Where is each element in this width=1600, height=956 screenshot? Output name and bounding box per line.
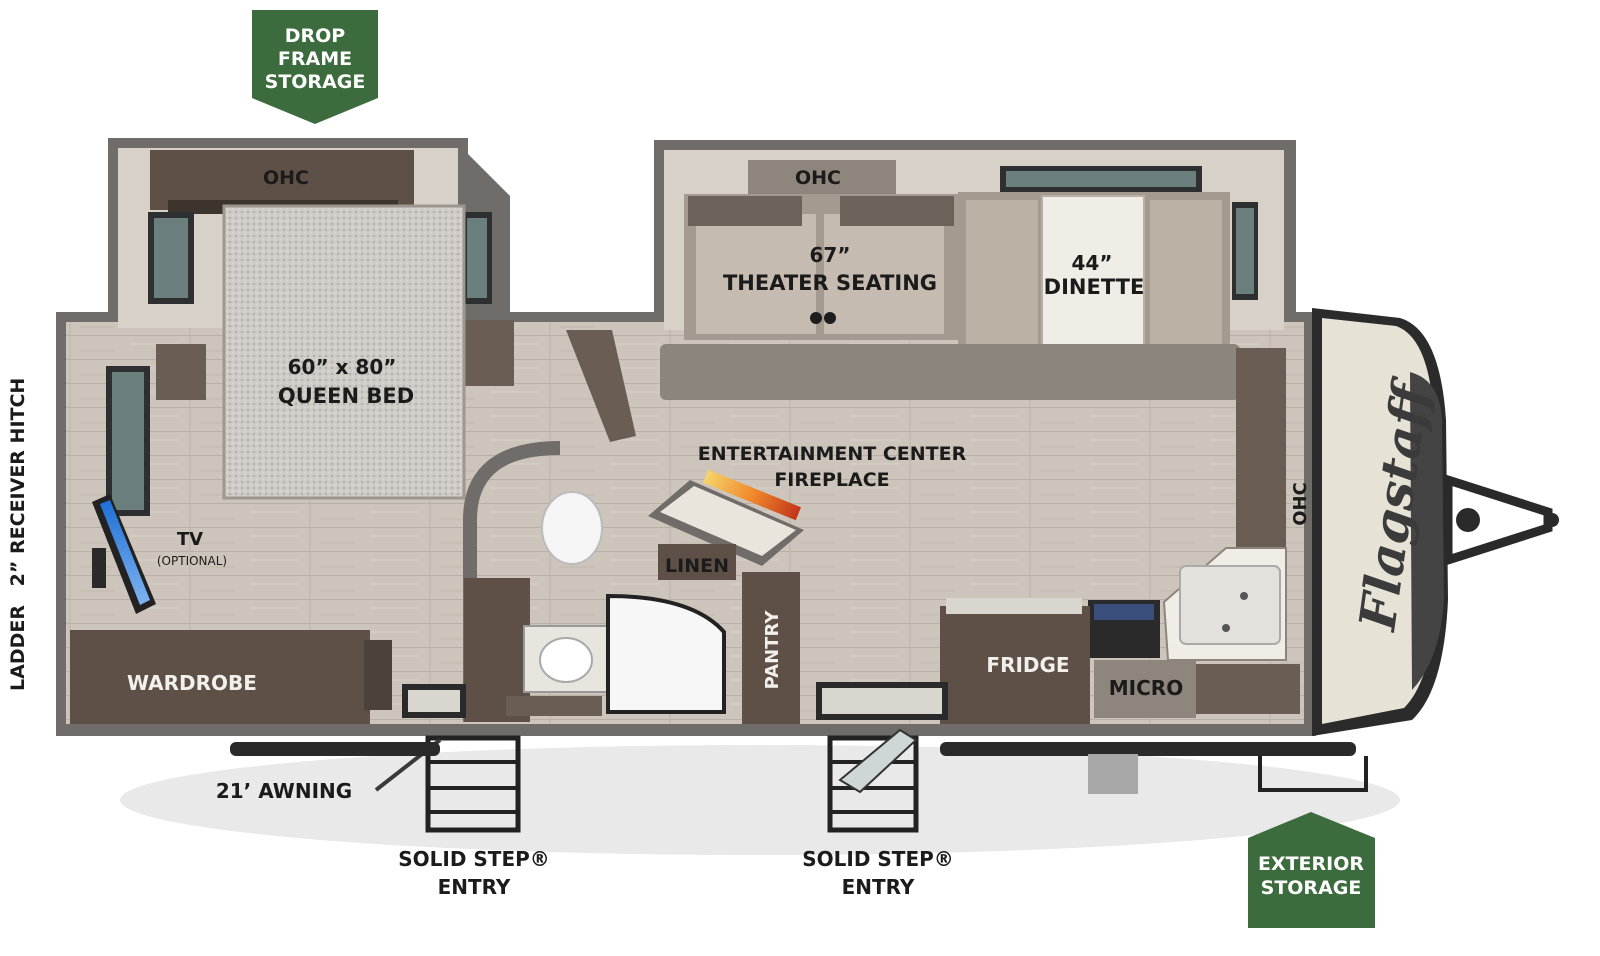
awning-bar xyxy=(230,742,440,756)
badge-line-1: EXTERIOR xyxy=(1258,853,1364,875)
nightstand xyxy=(156,344,206,400)
entertainment-label-2: FIREPLACE xyxy=(774,469,889,491)
fridge-label: FRIDGE xyxy=(986,653,1069,677)
theater-seating xyxy=(684,194,958,340)
pantry-cabinet xyxy=(742,572,800,724)
fridge xyxy=(940,606,1090,724)
entry-label-front-2: ENTRY xyxy=(842,875,915,899)
living-slide: OHC 67” THEATER SEATING 44” DINETTE xyxy=(660,160,1258,400)
wardrobe-label: WARDROBE xyxy=(127,671,257,695)
tv-label: TV xyxy=(177,529,203,550)
linen-cabinet xyxy=(658,544,736,580)
bedroom: OHC 60” x 80” QUEEN BED xyxy=(148,150,514,500)
rear-area: TV (OPTIONAL) WARDROBE xyxy=(70,366,392,724)
pantry-label: PANTRY xyxy=(762,610,783,690)
shower xyxy=(606,593,726,714)
front-cap: Flagstaff xyxy=(1312,308,1448,736)
kitchen-sink xyxy=(1179,565,1281,645)
microwave xyxy=(1094,660,1196,718)
exterior-storage-badge: EXTERIOR STORAGE xyxy=(1248,812,1375,928)
tv-icon xyxy=(92,494,156,614)
bathroom: LINEN PANTRY xyxy=(463,330,804,724)
dinette-table xyxy=(1041,195,1145,363)
linen-label: LINEN xyxy=(665,555,729,577)
dinette-name-label: DINETTE xyxy=(1044,275,1145,299)
hitch-label: 2” RECEIVER HITCH xyxy=(7,378,29,587)
tv-optional-note: (OPTIONAL) xyxy=(157,554,227,568)
dinette xyxy=(958,192,1230,364)
front-storage-outline xyxy=(1258,756,1368,792)
ohc-label: OHC xyxy=(795,167,841,189)
queen-bed xyxy=(222,204,466,500)
drop-frame-storage-badge: DROP FRAME STORAGE xyxy=(252,10,378,124)
badge-line-2: STORAGE xyxy=(1261,877,1362,899)
toilet-icon xyxy=(541,491,603,565)
living-ohc-cabinet xyxy=(748,160,896,194)
bed-size-label: 60” x 80” xyxy=(288,355,397,379)
entry-label-rear-1: SOLID STEP® xyxy=(398,847,550,871)
ladder-label: LADDER xyxy=(7,605,29,691)
entry-label-front-1: SOLID STEP® xyxy=(802,847,954,871)
badge-line-1: DROP xyxy=(285,25,346,47)
nightstand xyxy=(464,320,514,386)
bathroom-wall xyxy=(463,441,561,722)
dinette-size-label: 44” xyxy=(1072,251,1113,275)
awning-bar xyxy=(940,742,1356,756)
jack-box xyxy=(1088,754,1138,794)
entry-label-rear-2: ENTRY xyxy=(438,875,511,899)
ohc-label: OHC xyxy=(263,167,309,189)
slide-carpet xyxy=(660,344,1240,400)
seating-size-label: 67” xyxy=(810,243,851,267)
kitchen: OHC FRIDGE MICRO xyxy=(940,348,1311,724)
bed-name-label: QUEEN BED xyxy=(278,384,414,408)
badge-line-2: FRAME xyxy=(278,48,352,70)
micro-label: MICRO xyxy=(1109,676,1183,700)
entertainment-label-1: ENTERTAINMENT CENTER xyxy=(698,443,967,465)
entry-steps-rear xyxy=(374,684,521,833)
badge-line-3: STORAGE xyxy=(265,71,366,93)
entry-steps-front xyxy=(816,682,948,833)
seating-name-label: THEATER SEATING xyxy=(723,271,937,295)
ohc-label: OHC xyxy=(1290,482,1311,526)
awning-label: 21’ AWNING xyxy=(216,779,352,803)
wardrobe xyxy=(70,630,370,724)
tongue-hitch xyxy=(1443,473,1559,567)
